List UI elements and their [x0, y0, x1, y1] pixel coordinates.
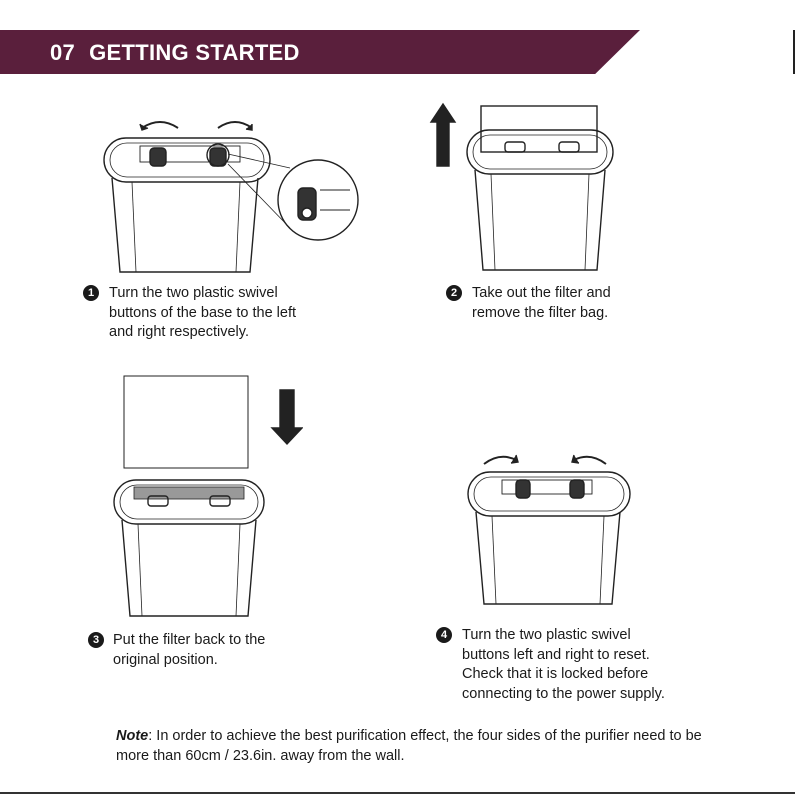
step-1-badge: 1: [83, 285, 99, 301]
edge-divider: [793, 30, 795, 74]
section-number: 07: [50, 40, 76, 65]
step-4: 4 Turn the two plastic swivel buttons le…: [436, 626, 665, 704]
step-2: 2 Take out the filter and remove the fil…: [446, 284, 611, 323]
step-3-text: Put the filter back to the original posi…: [113, 632, 266, 668]
step-2-badge: 2: [446, 285, 462, 301]
step-3-badge: 3: [88, 632, 104, 648]
step-2-illustration: [429, 102, 614, 271]
step-1-text: Turn the two plastic swivel buttons of t…: [109, 285, 297, 340]
step-3: 3 Put the filter back to the original po…: [88, 631, 265, 670]
step-3-illustration: [113, 375, 303, 617]
note-text: : In order to achieve the best purificat…: [116, 728, 702, 764]
step-4-illustration: [467, 454, 631, 605]
step-1: 1 Turn the two plastic swivel buttons of…: [83, 284, 296, 343]
footer-divider: [0, 792, 795, 794]
section-heading: GETTING STARTED: [89, 40, 300, 65]
note-label: Note: [116, 728, 149, 744]
step-1-illustration: [103, 121, 359, 273]
step-2-text: Take out the filter and remove the filte…: [472, 285, 611, 321]
section-banner: [0, 30, 640, 74]
step-4-text: Turn the two plastic swivel buttons left…: [462, 627, 665, 702]
step-4-badge: 4: [436, 627, 452, 643]
placement-note: Note: In order to achieve the best purif…: [116, 727, 716, 766]
section-title: 07 GETTING STARTED: [50, 40, 300, 66]
